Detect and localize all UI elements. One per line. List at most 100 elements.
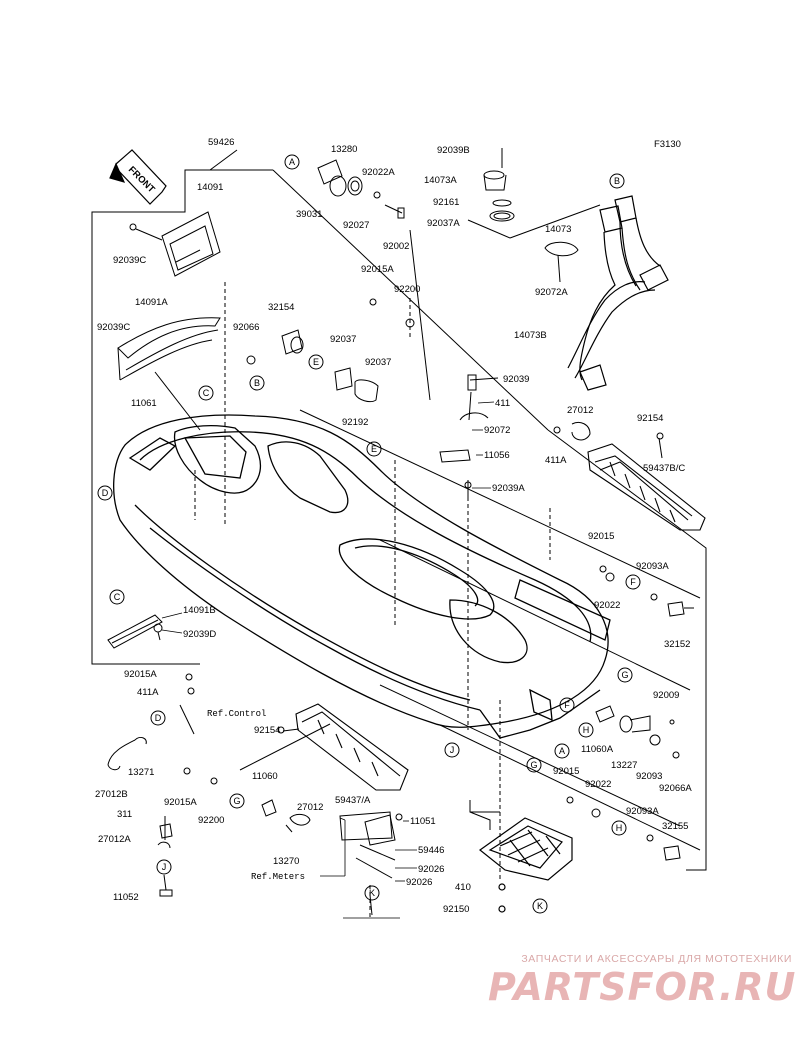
footwell xyxy=(338,538,495,620)
part-label: 410 xyxy=(455,882,471,893)
hull-lower-line xyxy=(134,504,471,701)
part-14091A-cover xyxy=(117,317,221,381)
guide-line xyxy=(439,724,701,851)
hull xyxy=(113,414,611,739)
part-label: 92026 xyxy=(418,864,444,875)
part-label: 92002 xyxy=(383,241,409,252)
guide-line xyxy=(409,229,431,401)
callout-letter: D xyxy=(102,488,109,498)
part-label: 39031 xyxy=(296,209,322,220)
part-label: 27012 xyxy=(297,802,323,813)
hull-outline xyxy=(113,414,609,728)
part-label: 411A xyxy=(137,687,159,698)
part-label: 92154 xyxy=(254,725,280,736)
part-14091-hatch xyxy=(161,211,221,277)
part-32152-fitting xyxy=(599,565,694,617)
part-label: 92009 xyxy=(653,690,679,701)
part-label: 27012B xyxy=(95,789,128,800)
part-label: 92066A xyxy=(659,783,692,794)
callout-J-hull xyxy=(444,742,460,758)
callout-letter: H xyxy=(616,823,623,833)
console-opening xyxy=(267,441,349,514)
part-label: 92039A xyxy=(492,483,525,494)
part-label: 92150 xyxy=(443,904,469,915)
part-label: 92022 xyxy=(594,600,620,611)
part-label: 92037 xyxy=(365,357,391,368)
part-label: 92022A xyxy=(362,167,395,178)
frame-line xyxy=(547,429,707,871)
part-label: 11061 xyxy=(131,398,157,409)
part-label: 59437B/C xyxy=(643,463,685,474)
part-label ref: Ref.Meters xyxy=(251,872,305,882)
part-92039D xyxy=(153,623,163,641)
part-label: 14073A xyxy=(424,175,457,186)
callout-A-top xyxy=(284,154,300,170)
callout-D-left xyxy=(150,710,166,726)
part-label: 92093 xyxy=(636,771,662,782)
part-label: 92200 xyxy=(394,284,420,295)
leader-line xyxy=(467,219,511,239)
part-left-cables xyxy=(107,673,311,897)
leader-line xyxy=(161,612,183,619)
part-label: 59426 xyxy=(208,137,234,148)
callout-letter: B xyxy=(254,378,260,388)
part-label: 32152 xyxy=(664,639,690,650)
figure-code: F3130 xyxy=(654,139,681,150)
callout-K-right xyxy=(532,898,548,914)
part-meter-bracket xyxy=(339,811,403,916)
part-32154-fitting xyxy=(246,298,415,403)
callout-B-top xyxy=(609,173,625,189)
callout-letter: K xyxy=(369,888,375,898)
callout-letter: A xyxy=(559,746,565,756)
part-label: 59437/A xyxy=(335,795,371,806)
deck-rail xyxy=(514,579,611,641)
part-label: 92154 xyxy=(637,413,663,424)
part-label: 92015 xyxy=(553,766,579,777)
guide-line xyxy=(379,684,681,827)
part-label: 92037 xyxy=(330,334,356,345)
part-label: 92066 xyxy=(233,322,259,333)
guide-line xyxy=(379,539,691,691)
leader-line xyxy=(154,371,201,431)
callout-D-hull xyxy=(97,485,113,501)
guide-line xyxy=(239,723,331,771)
part-label: 92039B xyxy=(437,145,470,156)
part-label: 11060A xyxy=(581,744,614,755)
part-label: 411A xyxy=(545,455,567,466)
bow-deck xyxy=(449,599,528,664)
part-label: 32155 xyxy=(662,821,688,832)
part-label: 92192 xyxy=(342,417,368,428)
part-label: 92093A xyxy=(626,806,659,817)
part-label: 11052 xyxy=(113,892,139,903)
hull-gunwale xyxy=(139,431,592,643)
callout-letter: F xyxy=(630,577,636,587)
part-label: 92072A xyxy=(535,287,568,298)
callout-J-left xyxy=(156,859,172,875)
part-label: 92161 xyxy=(433,197,459,208)
callout-G-right xyxy=(617,667,633,683)
callout-H-hull xyxy=(578,722,594,738)
part-label: 92015 xyxy=(588,531,614,542)
part-label: 92027 xyxy=(343,220,369,231)
part-label: 92015A xyxy=(361,264,394,275)
callout-letter: H xyxy=(583,725,590,735)
part-label: 13270 xyxy=(273,856,299,867)
part-14073-hose xyxy=(567,195,669,391)
part-label: 13280 xyxy=(331,144,357,155)
part-label ref: Ref.Control xyxy=(207,709,266,719)
callout-letter: A xyxy=(289,157,295,167)
part-label: 14091A xyxy=(135,297,168,308)
watermark-logo: PARTSFOR.RU xyxy=(488,965,797,1009)
callout-F-right xyxy=(625,574,641,590)
part-label: 27012 xyxy=(567,405,593,416)
callout-H-right xyxy=(611,820,627,836)
callout-E-hull xyxy=(366,441,382,457)
part-label: 14091 xyxy=(197,182,223,193)
part-label: 14091B xyxy=(183,605,216,616)
callout-letter: G xyxy=(621,670,628,680)
footwell-inner xyxy=(354,545,479,607)
part-label: 92015A xyxy=(124,669,157,680)
callout-letter: K xyxy=(537,901,543,911)
part-label: 14073B xyxy=(514,330,547,341)
